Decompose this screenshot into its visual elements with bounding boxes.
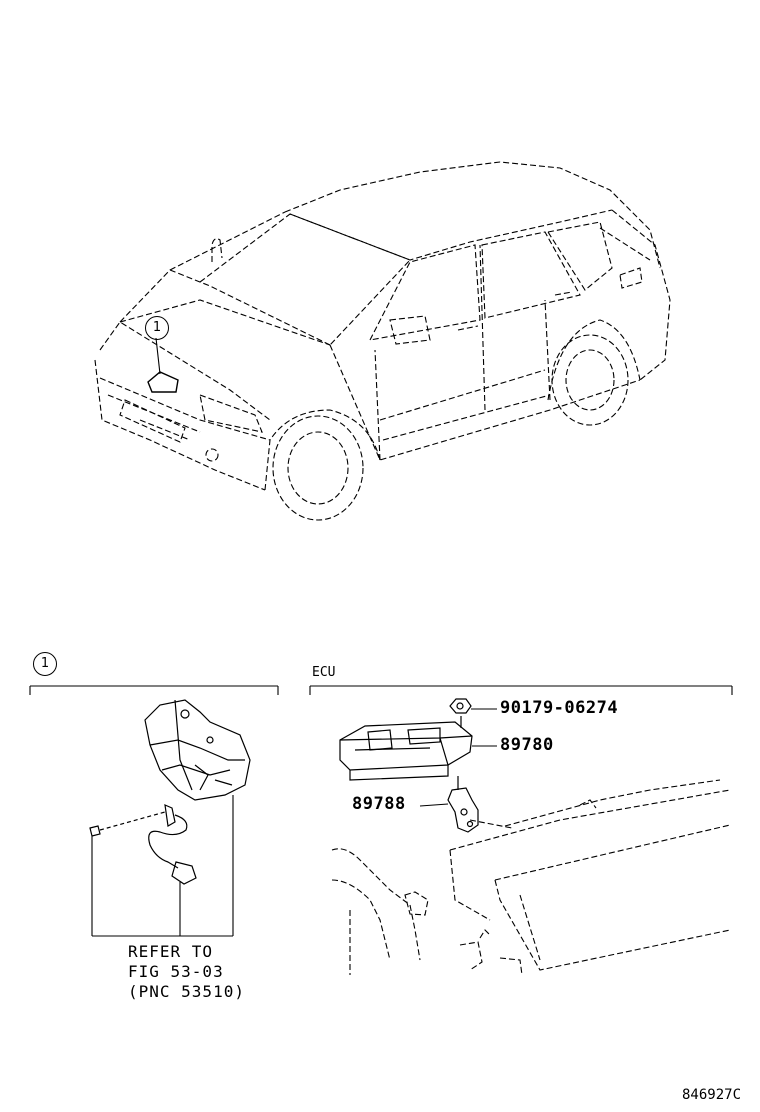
bracket-leader [419,803,449,807]
ecu-section-label: ECU [312,665,336,680]
figure-number: 846927C [682,1087,742,1103]
engine-bay-context [331,779,731,976]
ecu-module-part [339,721,473,781]
car-callout: 1 [145,316,169,340]
refer-to-leader-lines [91,795,234,937]
vehicle-illustration [94,161,671,521]
section-1-bracket [29,685,279,695]
nut-part [449,698,472,728]
reference-line-3: (PNC 53510) [128,982,245,1001]
reference-line-1: REFER TO [128,942,214,961]
part-number-nut: 90179-06274 [500,698,619,718]
car-callout-leader [155,337,161,375]
ecu-bracket-part [447,776,479,833]
hood-lock-marker [147,371,179,393]
reference-line-2: FIG 53-03 [128,962,224,981]
section-1-callout: 1 [33,652,57,676]
hood-lock-assembly [89,699,251,885]
part-number-bracket: 89788 [352,794,406,814]
part-number-ecu: 89780 [500,735,554,755]
ecu-section-bracket [309,685,733,695]
